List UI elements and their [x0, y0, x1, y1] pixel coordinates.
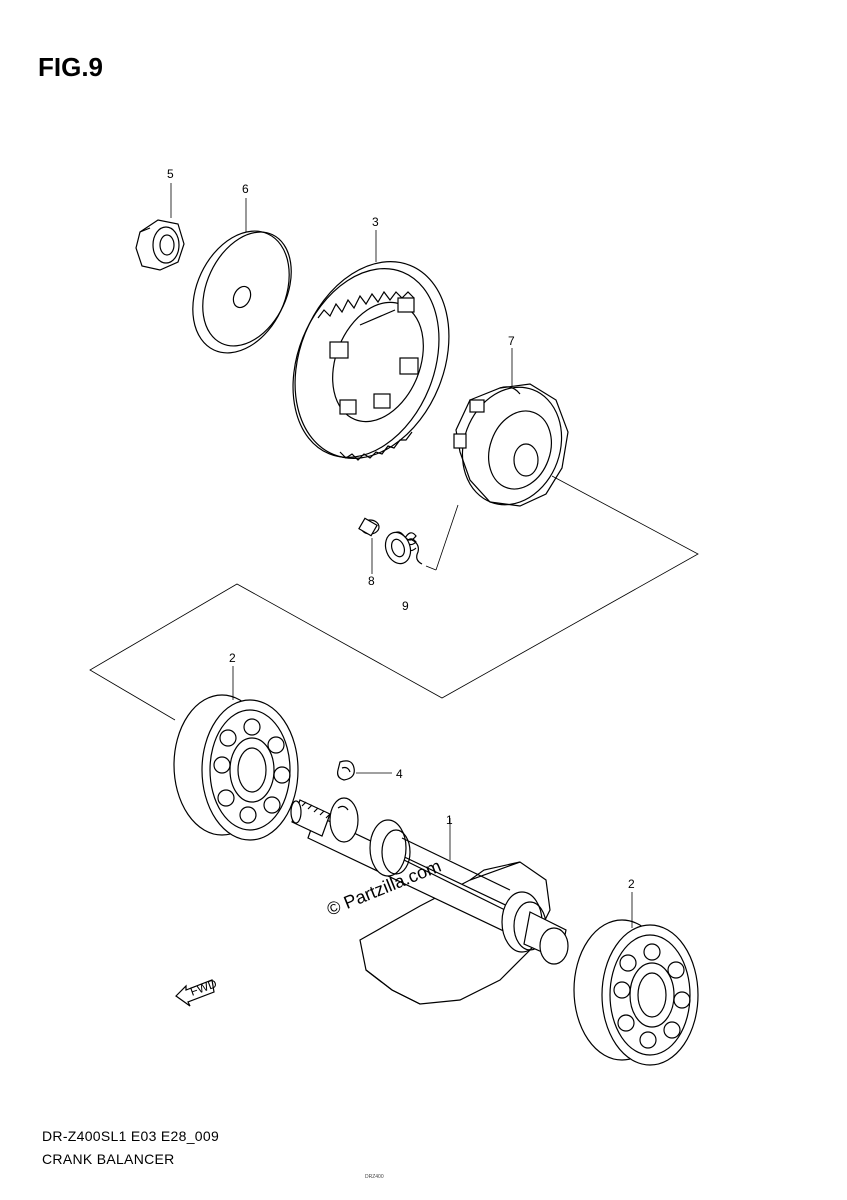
fwd-arrow-icon: FWD: [175, 976, 219, 1007]
part-6-washer[interactable]: [174, 215, 309, 368]
leader-8-hub: [435, 504, 459, 571]
part-4-key[interactable]: [337, 760, 355, 781]
callout-6: 6: [242, 182, 249, 196]
leader-8-spring: [425, 565, 437, 571]
callout-2-left: 2: [229, 651, 236, 665]
figure-title: FIG.9: [38, 52, 104, 82]
part-8-spring[interactable]: [358, 517, 423, 567]
part-3-gear[interactable]: [266, 238, 477, 481]
callout-4: 4: [396, 767, 403, 781]
footer-small-print: DRZ400: [365, 1174, 384, 1180]
diagram-code: DR-Z400SL1 E03 E28_009: [42, 1128, 220, 1144]
callout-2-right: 2: [628, 877, 635, 891]
assembly-9-outline: [89, 475, 699, 721]
part-2-bearing-left[interactable]: [173, 694, 299, 841]
part-2-bearing-right[interactable]: [573, 919, 699, 1066]
callout-7: 7: [508, 334, 515, 348]
callout-9: 9: [402, 599, 409, 613]
part-1-balancer-shaft[interactable]: [290, 797, 569, 1005]
part-7-hub[interactable]: [446, 373, 577, 519]
diagram-name: CRANK BALANCER: [42, 1151, 175, 1167]
callout-1: 1: [446, 813, 453, 827]
callout-5: 5: [167, 167, 174, 181]
part-5-nut[interactable]: [135, 219, 185, 271]
callout-3: 3: [372, 215, 379, 229]
callout-8: 8: [368, 574, 375, 588]
